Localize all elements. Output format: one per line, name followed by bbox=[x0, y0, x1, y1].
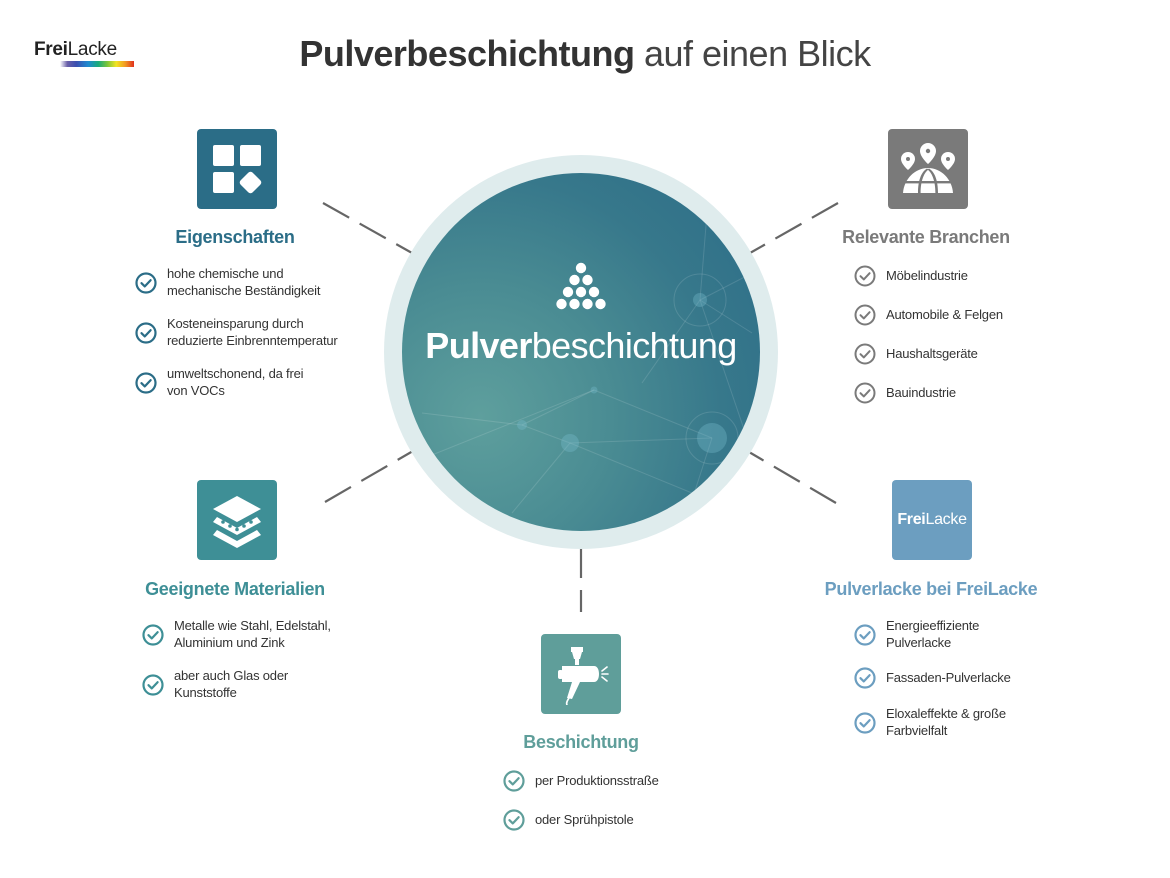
page-title: Pulverbeschichtung auf einen Blick bbox=[0, 33, 1170, 75]
list-item: Möbelindustrie bbox=[854, 265, 968, 287]
check-circle-icon bbox=[854, 265, 876, 287]
check-circle-icon bbox=[142, 624, 164, 646]
section-title-beschichtung: Beschichtung bbox=[523, 732, 639, 752]
list-item: umweltschonend, da frei von VOCs bbox=[135, 365, 304, 399]
list-item: Metalle wie Stahl, Edelstahl, Aluminium … bbox=[142, 617, 331, 651]
spray-gun-icon bbox=[541, 634, 621, 714]
check-circle-icon bbox=[854, 667, 876, 689]
list-item: Haushaltsgeräte bbox=[854, 343, 978, 365]
grid-shapes-icon bbox=[197, 129, 277, 209]
logo-rainbow-bar bbox=[60, 61, 134, 67]
network-decoration bbox=[411, 212, 760, 531]
list-item: Fassaden-Pulverlacke bbox=[854, 667, 1011, 689]
check-circle-icon bbox=[135, 322, 157, 344]
list-item: Automobile & Felgen bbox=[854, 304, 1003, 326]
check-circle-icon bbox=[135, 272, 157, 294]
list-item: oder Sprühpistole bbox=[503, 809, 634, 831]
check-circle-icon bbox=[854, 712, 876, 734]
list-item: Bauindustrie bbox=[854, 382, 956, 404]
title-bold: Pulverbeschichtung bbox=[299, 33, 635, 74]
powder-pyramid-icon bbox=[556, 262, 606, 310]
freilacke-logo: FreiLacke bbox=[34, 40, 136, 70]
connector-eigenschaften bbox=[322, 202, 413, 254]
connector-freilacke bbox=[748, 451, 837, 504]
logo-light: Lacke bbox=[67, 39, 118, 60]
center-circle: Pulverbeschichtung bbox=[402, 173, 760, 531]
logo-bold: Frei bbox=[34, 39, 68, 60]
check-circle-icon bbox=[854, 304, 876, 326]
connector-branchen bbox=[749, 202, 839, 254]
section-title-materialien: Geeignete Materialien bbox=[145, 579, 325, 599]
check-circle-icon bbox=[135, 372, 157, 394]
list-item: Energieeffiziente Pulverlacke bbox=[854, 617, 979, 651]
check-circle-icon bbox=[854, 624, 876, 646]
check-circle-icon bbox=[503, 809, 525, 831]
layers-icon bbox=[197, 480, 277, 560]
section-title-freilacke: Pulverlacke bei FreiLacke bbox=[824, 579, 1038, 599]
check-circle-icon bbox=[854, 343, 876, 365]
list-item: per Produktionsstraße bbox=[503, 770, 659, 792]
connector-materialien bbox=[324, 450, 414, 503]
list-item: aber auch Glas oder Kunststoffe bbox=[142, 667, 288, 701]
list-item: Eloxaleffekte & große Farbvielfalt bbox=[854, 705, 1006, 739]
freilacke-logo-icon: FreiLacke bbox=[892, 480, 972, 560]
center-label: Pulverbeschichtung bbox=[425, 325, 737, 366]
globe-locations-icon bbox=[888, 129, 968, 209]
list-item: hohe chemische und mechanische Beständig… bbox=[135, 265, 320, 299]
check-circle-icon bbox=[142, 674, 164, 696]
section-title-branchen: Relevante Branchen bbox=[842, 227, 1010, 247]
list-item: Kosteneinsparung durch reduzierte Einbre… bbox=[135, 315, 338, 349]
title-light: auf einen Blick bbox=[634, 33, 871, 74]
check-circle-icon bbox=[854, 382, 876, 404]
section-title-eigenschaften: Eigenschaften bbox=[175, 227, 295, 247]
check-circle-icon bbox=[503, 770, 525, 792]
